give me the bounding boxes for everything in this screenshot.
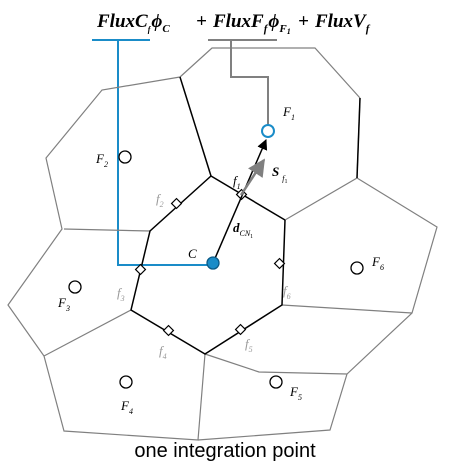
label-face-f6: f6 (283, 283, 291, 301)
eq-phi-f-subsub: 1 (287, 27, 291, 36)
vector-d (212, 139, 268, 264)
eq-phi-c-sub: C (162, 23, 170, 35)
caption: one integration point (134, 440, 316, 462)
cell-centroids (68, 124, 364, 389)
eq-term-fluxf: FluxF (212, 11, 264, 32)
svg-text:+: + (196, 11, 207, 32)
label-f5: F5 (289, 384, 302, 402)
eq-term-fluxv: FluxV (314, 11, 367, 32)
label-vector-d: dCN1 (233, 220, 253, 240)
face-point-f3 (134, 263, 147, 276)
label-face-f2: f2 (156, 191, 164, 209)
vector-s (239, 158, 266, 196)
eq-term-fluxc: FluxC (96, 11, 148, 32)
label-face-f5: f5 (245, 336, 253, 354)
eq-term-fluxv-sub: f (366, 23, 371, 35)
svg-text:FluxCfϕC: FluxCfϕC (96, 11, 170, 35)
centroid-c (206, 256, 220, 270)
svg-text:FluxFfϕF1: FluxFfϕF1 (212, 11, 291, 36)
centroid-f2 (118, 150, 132, 164)
centroid-f5 (269, 375, 283, 389)
eq-plus-2: + (298, 11, 309, 32)
annotation-lines (92, 39, 277, 266)
eq-term-fluxf-sub: f (264, 23, 269, 35)
label-f3: F3 (57, 295, 70, 313)
face-point-f5 (234, 323, 247, 336)
label-f6: F6 (371, 254, 384, 272)
centroid-f4 (119, 375, 133, 389)
mesh-cell-c (130, 76, 361, 355)
eq-phi-c: ϕ (151, 11, 162, 32)
label-f4: F4 (120, 398, 133, 416)
eq-plus-1: + (196, 11, 207, 32)
mesh-outer (7, 47, 438, 441)
label-face-f4: f4 (159, 343, 167, 361)
eq-phi-f: ϕ (268, 11, 279, 32)
flux-equation: FluxCfϕC + FluxFfϕF1 + FluxVf (96, 11, 371, 36)
label-f1: F1 (282, 104, 295, 122)
centroid-f1 (261, 124, 275, 138)
face-point-f6 (273, 257, 286, 270)
face-point-f4 (162, 324, 175, 337)
face-point-f2 (170, 197, 183, 210)
label-face-f3: f3 (117, 285, 125, 303)
centroid-f6 (350, 261, 364, 275)
bracket-f-leader (230, 40, 269, 126)
label-face-f1: f1 (233, 173, 241, 191)
label-f2: F2 (95, 151, 108, 169)
bracket-c-leader (117, 40, 212, 266)
eq-term-fluxc-sub: f (148, 25, 152, 34)
label-c: C (188, 246, 197, 261)
centroid-f3 (68, 280, 82, 294)
svg-text:+: + (298, 11, 309, 32)
svg-text:FluxVf: FluxVf (314, 11, 371, 35)
eq-phi-f-sub: F (278, 23, 287, 35)
